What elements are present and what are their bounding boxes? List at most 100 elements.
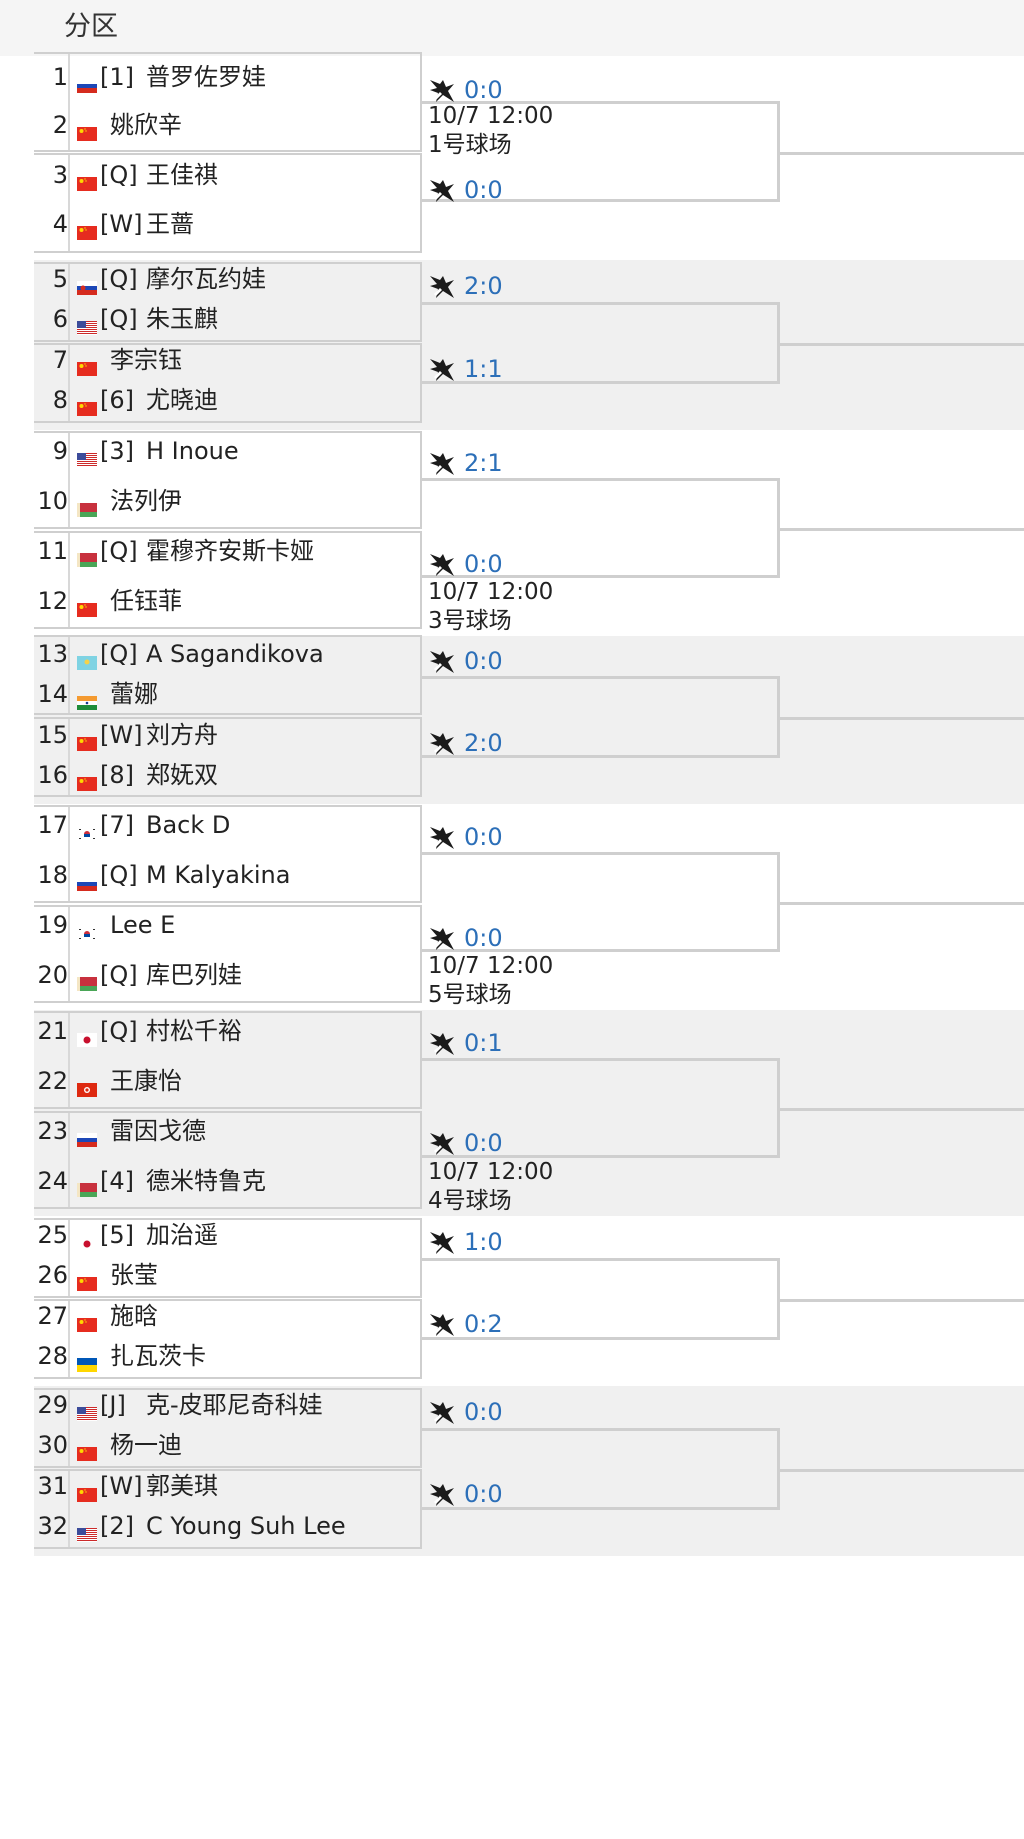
player-name[interactable]: 姚欣辛 (110, 111, 182, 139)
score-link[interactable]: 0:0 (464, 1129, 503, 1157)
draw-position-number: 29 (37, 1391, 68, 1419)
player-seed: [4] (100, 1167, 134, 1195)
player-name[interactable]: 加治遥 (146, 1221, 218, 1249)
player-name[interactable]: 王蔷 (146, 210, 194, 238)
player-name[interactable]: 霍穆齐安斯卡娅 (146, 537, 314, 565)
score-link[interactable]: 0:0 (464, 647, 503, 675)
score-link[interactable]: 2:0 (464, 272, 503, 300)
player-name[interactable]: A Sagandikova (146, 640, 324, 668)
score-link[interactable]: 0:0 (464, 924, 503, 952)
row-number-lane (34, 345, 70, 421)
draw-position-number: 13 (37, 640, 68, 668)
player-name[interactable]: 法列伊 (110, 487, 182, 515)
bracket-next-line (780, 1108, 1024, 1111)
score-link[interactable]: 0:0 (464, 823, 503, 851)
score-link[interactable]: 2:1 (464, 449, 503, 477)
row-number-lane (34, 637, 70, 713)
player-pair-box (34, 1011, 422, 1109)
score-link[interactable]: 1:1 (464, 355, 503, 383)
row-number-lane (34, 264, 70, 340)
score-link[interactable]: 0:0 (464, 550, 503, 578)
player-name[interactable]: 刘方舟 (146, 721, 218, 749)
player-name[interactable]: 郭美琪 (146, 1472, 218, 1500)
player-name[interactable]: 任钰菲 (110, 587, 182, 615)
row-number-lane (34, 1113, 70, 1207)
bracket-next-line (780, 717, 1024, 720)
player-name[interactable]: 朱玉麒 (146, 305, 218, 333)
player-name[interactable]: 摩尔瓦约娃 (146, 265, 266, 293)
player-name[interactable]: 尤晓迪 (146, 386, 218, 414)
draw-position-number: 11 (37, 537, 68, 565)
country-flag-icon (77, 1073, 97, 1097)
player-seed: [Q] (100, 305, 138, 333)
player-name[interactable]: 德米特鲁克 (146, 1167, 266, 1195)
player-name[interactable]: 村松千裕 (146, 1017, 242, 1045)
country-flag-icon (77, 493, 97, 517)
player-seed: [5] (100, 1221, 134, 1249)
player-name[interactable]: Back D (146, 811, 231, 839)
player-name[interactable]: 杨一迪 (110, 1431, 182, 1459)
draw-position-number: 31 (37, 1472, 68, 1500)
player-pair-box (34, 431, 422, 529)
player-name[interactable]: 王康怡 (110, 1067, 182, 1095)
shuttlecock-icon (428, 552, 456, 578)
player-name[interactable]: 郑妩双 (146, 761, 218, 789)
player-name[interactable]: 王佳祺 (146, 161, 218, 189)
player-name[interactable]: 蕾娜 (110, 680, 158, 708)
bracket-connector (422, 1428, 780, 1510)
draw-position-number: 18 (37, 861, 68, 889)
player-name[interactable]: C Young Suh Lee (146, 1512, 346, 1540)
player-name[interactable]: 李宗钰 (110, 346, 182, 374)
shuttlecock-icon (428, 926, 456, 952)
player-name[interactable]: Lee E (110, 911, 176, 939)
bracket-connector (422, 852, 780, 952)
country-flag-icon (77, 1437, 97, 1461)
row-number-lane (34, 1013, 70, 1107)
draw-position-number: 12 (37, 587, 68, 615)
score-link[interactable]: 0:0 (464, 176, 503, 204)
country-flag-icon (77, 727, 97, 751)
score-link[interactable]: 0:0 (464, 1398, 503, 1426)
score-link[interactable]: 0:1 (464, 1029, 503, 1057)
match-time: 10/7 12:00 (428, 1159, 554, 1185)
bracket-next-line (780, 1469, 1024, 1472)
player-name[interactable]: 普罗佐罗娃 (146, 63, 266, 91)
match-time: 10/7 12:00 (428, 103, 554, 129)
player-name[interactable]: 雷因戈德 (110, 1117, 206, 1145)
country-flag-icon (77, 967, 97, 991)
score-link[interactable]: 2:0 (464, 729, 503, 757)
row-number-lane (34, 1220, 70, 1296)
header-bar: 分区 (0, 0, 1024, 56)
country-flag-icon (77, 917, 97, 941)
shuttlecock-icon (428, 1131, 456, 1157)
bracket-connector (422, 302, 780, 384)
score-link[interactable]: 1:0 (464, 1228, 503, 1256)
score-link[interactable]: 0:0 (464, 76, 503, 104)
country-flag-icon (77, 817, 97, 841)
player-name[interactable]: 张莹 (110, 1261, 158, 1289)
score-link[interactable]: 0:2 (464, 1310, 503, 1338)
country-flag-icon (77, 352, 97, 376)
player-name[interactable]: 库巴列娃 (146, 961, 242, 989)
score-link[interactable]: 0:0 (464, 1480, 503, 1508)
country-flag-icon (77, 392, 97, 416)
player-seed: [W] (100, 1472, 143, 1500)
player-name[interactable]: M Kalyakina (146, 861, 291, 889)
player-name[interactable]: 扎瓦茨卡 (110, 1342, 206, 1370)
player-seed: [3] (100, 437, 134, 465)
player-name[interactable]: 施晗 (110, 1302, 158, 1330)
player-pair-box (34, 635, 422, 715)
player-pair-box (34, 531, 422, 629)
country-flag-icon (77, 167, 97, 191)
player-name[interactable]: 克-皮耶尼奇科娃 (146, 1391, 323, 1419)
draw-section (34, 1010, 1024, 1216)
draw-position-number: 9 (52, 437, 68, 465)
country-flag-icon (77, 686, 97, 710)
match-court: 3号球场 (428, 608, 512, 634)
row-number-lane (34, 1390, 70, 1466)
player-name[interactable]: H Inoue (146, 437, 239, 465)
